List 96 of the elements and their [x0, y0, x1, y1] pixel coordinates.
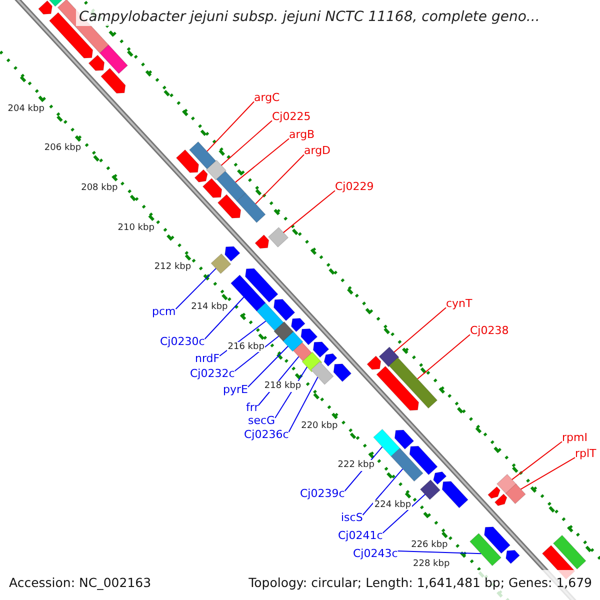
gene-feature: [394, 430, 414, 450]
gene-label: Cj0239c: [300, 488, 345, 501]
leader-line: [397, 550, 482, 554]
gene-feature: [484, 526, 511, 554]
leader-line: [362, 468, 404, 516]
scale-label: 224 kbp: [373, 500, 412, 510]
gene-feature: [366, 356, 382, 370]
gene-feature: [312, 342, 330, 358]
scale-label: 214 kbp: [190, 302, 229, 312]
gene-block: [310, 361, 334, 385]
gene-label: rpmI: [562, 432, 588, 445]
gene-block: [188, 141, 216, 170]
gene-feature: [176, 149, 200, 173]
gene-block: [496, 474, 518, 495]
gene-feature: [100, 68, 126, 94]
gene-label: argB: [289, 129, 315, 142]
gene-block: [210, 253, 232, 274]
gene-label: argD: [304, 145, 331, 158]
scale-label: 208 kbp: [80, 183, 119, 194]
gene-block: [373, 428, 400, 457]
scale-label: 218 kbp: [263, 381, 302, 392]
leader-line: [417, 334, 470, 380]
gene-label: frr: [246, 402, 259, 415]
gene-label: Cj0241c: [338, 530, 383, 543]
gene-label: Cj0229: [335, 181, 374, 194]
gene-label: nrdF: [195, 353, 220, 366]
scale-label: 222 kbp: [336, 460, 376, 471]
gene-block: [378, 346, 400, 368]
gene-label: cynT: [446, 298, 472, 311]
scale-label: 220 kbp: [300, 420, 339, 432]
scale-label: 206 kbp: [43, 143, 82, 154]
leader-line: [282, 190, 336, 234]
leader-line: [382, 493, 426, 534]
gene-block: [236, 192, 266, 224]
leader-line: [392, 307, 446, 354]
gene-block: [99, 44, 128, 74]
gene-feature: [202, 178, 222, 198]
gene-label: argC: [254, 92, 280, 105]
gene-feature: [506, 550, 520, 564]
gene-label: Cj0225: [272, 111, 311, 124]
gene-feature: [333, 364, 352, 382]
gene-feature: [217, 194, 242, 218]
accession-text: Accession: NC_002163: [9, 576, 152, 590]
gene-feature: [273, 299, 296, 322]
leader-line: [288, 376, 318, 432]
gene-block: [230, 274, 266, 312]
gene-feature: [324, 353, 338, 367]
scale-label: 216 kbp: [226, 342, 266, 352]
gene-label: pyrE: [223, 384, 248, 397]
gene-label: iscS: [341, 512, 363, 525]
scale-label: 226 kbp: [410, 540, 449, 550]
gene-feature: [300, 328, 318, 346]
scale-label: 210 kbp: [116, 222, 156, 233]
gene-block: [256, 302, 284, 332]
leader-line: [206, 101, 254, 152]
leader-line: [175, 267, 218, 310]
leader-line: [234, 335, 280, 372]
gene-feature: [442, 481, 468, 508]
gene-feature: [244, 268, 278, 303]
gene-feature: [254, 234, 270, 249]
gene-label: Cj0238: [470, 325, 509, 338]
gene-feature: [409, 446, 438, 476]
gene-block: [206, 160, 227, 180]
leader-line: [204, 296, 244, 340]
scale-label: 228 kbp: [412, 559, 451, 570]
scale-label: 204 kbp: [6, 104, 46, 114]
leader-line: [235, 138, 290, 183]
leader-line: [510, 441, 562, 481]
gene-label: pcm: [152, 306, 176, 319]
gene-feature: [488, 486, 500, 499]
gene-block: [216, 170, 246, 202]
gene-block: [552, 534, 586, 570]
leader-line: [520, 457, 576, 490]
leader-line: [248, 345, 290, 388]
gene-label: rplT: [575, 448, 596, 461]
gene-block: [505, 483, 526, 504]
gene-feature: [38, 0, 53, 14]
gene-label: Cj0232c: [190, 368, 235, 381]
gene-label: Cj0236c: [244, 429, 289, 442]
leader-line: [255, 154, 304, 204]
leader-line: [220, 120, 272, 166]
gene-label: Cj0243c: [353, 548, 398, 561]
gene-block: [390, 448, 424, 482]
gene-block: [388, 357, 438, 409]
gene-feature: [224, 246, 240, 262]
gene-block: [469, 532, 502, 566]
gene-feature: [376, 366, 420, 411]
gene-label: Cj0230c: [160, 336, 205, 349]
gene-block: [274, 321, 294, 342]
scale-label: 212 kbp: [153, 262, 192, 273]
gene-block: [420, 479, 441, 500]
gene-block: [282, 331, 304, 352]
gene-block: [268, 226, 289, 248]
gene-feature: [433, 471, 447, 485]
genome-summary-text: Topology: circular; Length: 1,641,481 bp; Genes: 1,679: [248, 576, 592, 590]
gene-label: secG: [248, 415, 276, 428]
